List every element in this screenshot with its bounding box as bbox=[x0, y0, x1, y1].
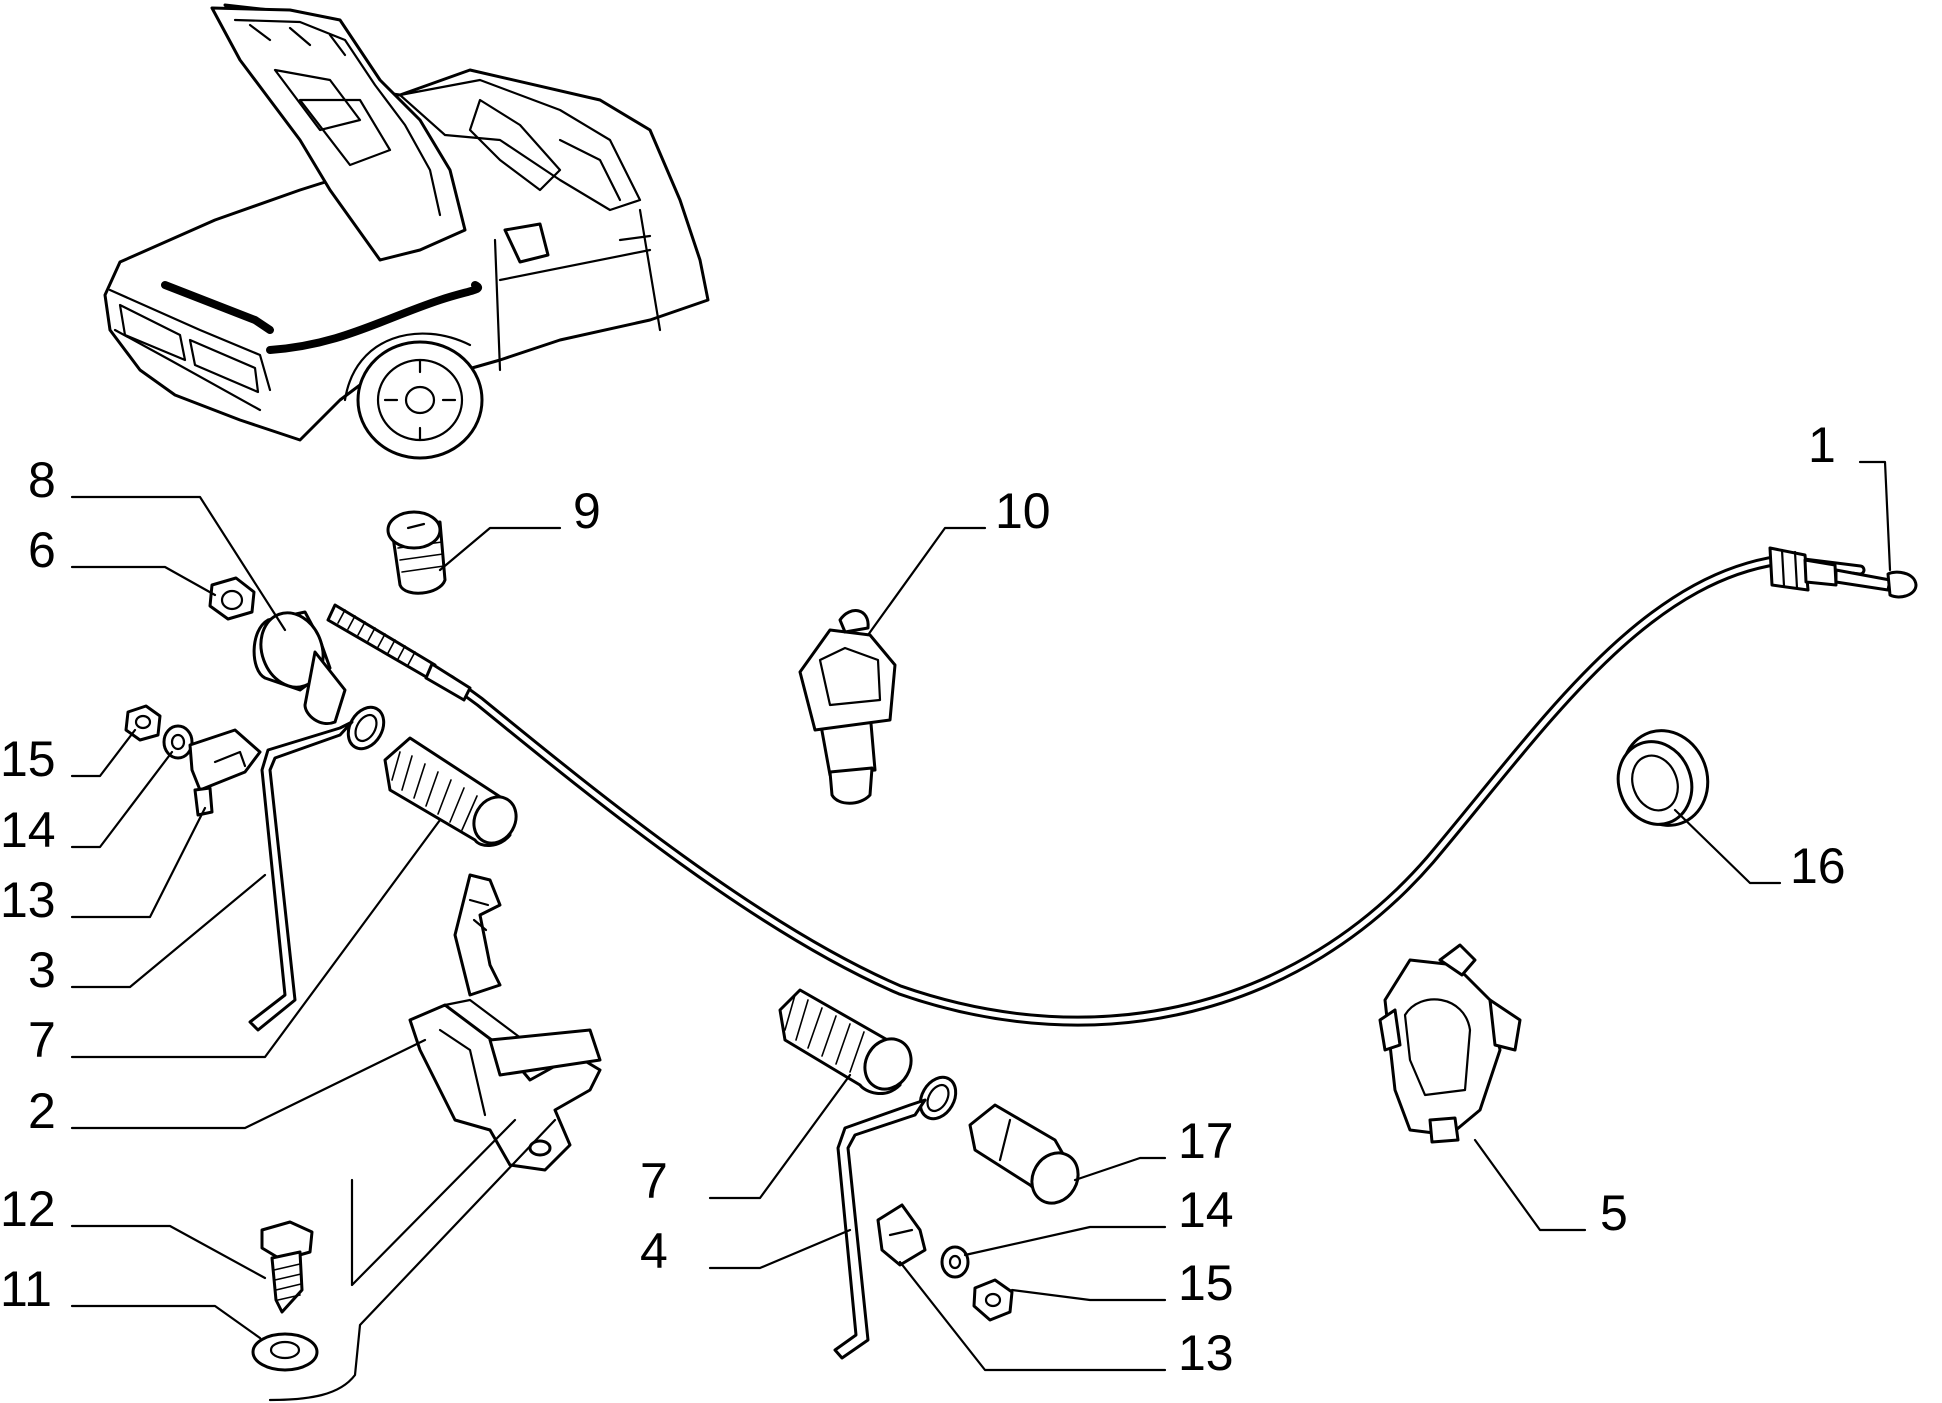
part-4-rod bbox=[833, 1098, 927, 1360]
callout-1: 1 bbox=[1808, 417, 1836, 473]
callout-7b: 7 bbox=[640, 1153, 668, 1209]
callout-12: 12 bbox=[0, 1181, 56, 1237]
part-12-bolt bbox=[260, 1220, 314, 1314]
bracket-line bbox=[350, 1118, 517, 1287]
part-13-bracket-left bbox=[188, 728, 262, 817]
bracket-line-2 bbox=[268, 1118, 557, 1402]
part-ring-lower bbox=[918, 1075, 958, 1121]
callout-7a: 7 bbox=[28, 1012, 56, 1068]
part-16-grommet-ring bbox=[1616, 729, 1710, 827]
hood-release-cable bbox=[326, 546, 1918, 1027]
callout-15b: 15 bbox=[1178, 1255, 1234, 1311]
callout-4: 4 bbox=[640, 1223, 668, 1279]
callout-13a: 13 bbox=[0, 872, 56, 928]
callout-3: 3 bbox=[28, 942, 56, 998]
part-17-bushing bbox=[968, 1103, 1080, 1205]
callout-2: 2 bbox=[28, 1083, 56, 1139]
leader-lines bbox=[70, 460, 1892, 1372]
callout-11: 11 bbox=[0, 1261, 52, 1317]
part-13-bracket-lower bbox=[876, 1203, 927, 1267]
part-11-washer bbox=[251, 1332, 319, 1372]
part-9-grommet bbox=[386, 510, 447, 595]
part-14-washer-left bbox=[162, 724, 194, 760]
callout-16: 16 bbox=[1790, 838, 1846, 894]
callout-labels: 1 8 6 9 10 15 14 13 3 7 2 12 11 16 5 17 … bbox=[0, 417, 1846, 1381]
callout-10: 10 bbox=[995, 483, 1051, 539]
part-6-nut bbox=[208, 576, 256, 621]
part-14-washer-lower bbox=[940, 1245, 970, 1279]
callout-9: 9 bbox=[573, 483, 601, 539]
part-5-retainer bbox=[1378, 943, 1522, 1144]
callout-5: 5 bbox=[1600, 1185, 1628, 1241]
part-7-spring-upper bbox=[383, 736, 518, 847]
callout-13b: 13 bbox=[1178, 1325, 1234, 1381]
part-3-rod bbox=[248, 720, 354, 1032]
callout-15a: 15 bbox=[0, 731, 56, 787]
part-8-bushing bbox=[252, 610, 347, 725]
callout-17: 17 bbox=[1178, 1113, 1234, 1169]
callout-8: 8 bbox=[28, 452, 56, 508]
callout-14b: 14 bbox=[1178, 1182, 1234, 1238]
part-ring-left bbox=[346, 705, 386, 751]
part-15-nut-lower bbox=[972, 1278, 1014, 1322]
callout-14a: 14 bbox=[0, 802, 56, 858]
part-2-latch bbox=[408, 873, 602, 1172]
callout-6: 6 bbox=[28, 522, 56, 578]
car-illustration bbox=[103, 3, 710, 460]
part-10-clip bbox=[798, 609, 897, 805]
part-7-spring-lower bbox=[778, 988, 913, 1095]
